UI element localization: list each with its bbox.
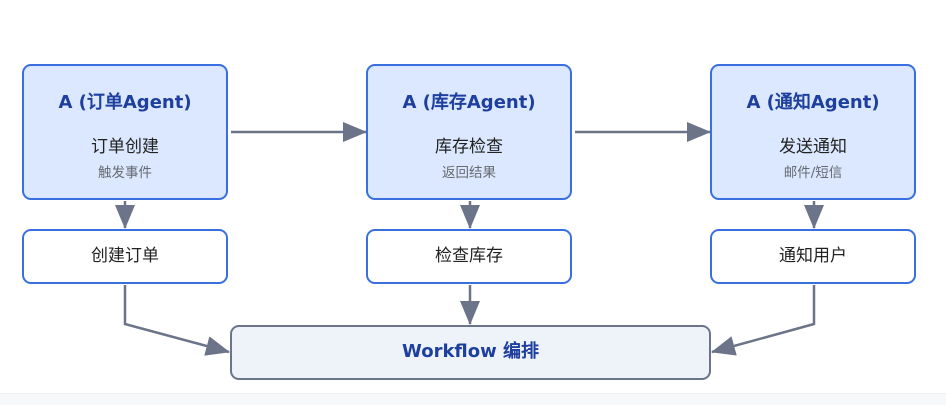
order-agent-title: A (订单Agent) [58, 92, 192, 113]
notify-agent-action: 发送通知 [779, 137, 847, 157]
arrow-order-step-to-workflow [123, 285, 230, 356]
inventory-agent-action: 库存检查 [435, 137, 503, 157]
notify-agent-box[interactable]: A (通知Agent) 发送通知 邮件/短信 [710, 64, 916, 200]
step-notify-user[interactable]: 通知用户 [710, 229, 916, 284]
inventory-agent-note: 返回结果 [442, 165, 496, 181]
arrow-notify-step-to-workflow [711, 285, 816, 356]
order-agent-box[interactable]: A (订单Agent) 订单创建 触发事件 [22, 64, 228, 200]
order-agent-action: 订单创建 [91, 137, 159, 157]
notify-agent-title: A (通知Agent) [746, 92, 880, 113]
order-agent-note: 触发事件 [98, 165, 152, 181]
workflow-orchestration-box[interactable]: Workflow 编排 [230, 325, 711, 380]
inventory-agent-title: A (库存Agent) [402, 92, 536, 113]
page-footer-band [0, 393, 946, 405]
notify-agent-note: 邮件/短信 [783, 165, 843, 181]
step-check-inventory[interactable]: 检查库存 [366, 229, 572, 284]
step-create-order[interactable]: 创建订单 [22, 229, 228, 284]
inventory-agent-box[interactable]: A (库存Agent) 库存检查 返回结果 [366, 64, 572, 200]
